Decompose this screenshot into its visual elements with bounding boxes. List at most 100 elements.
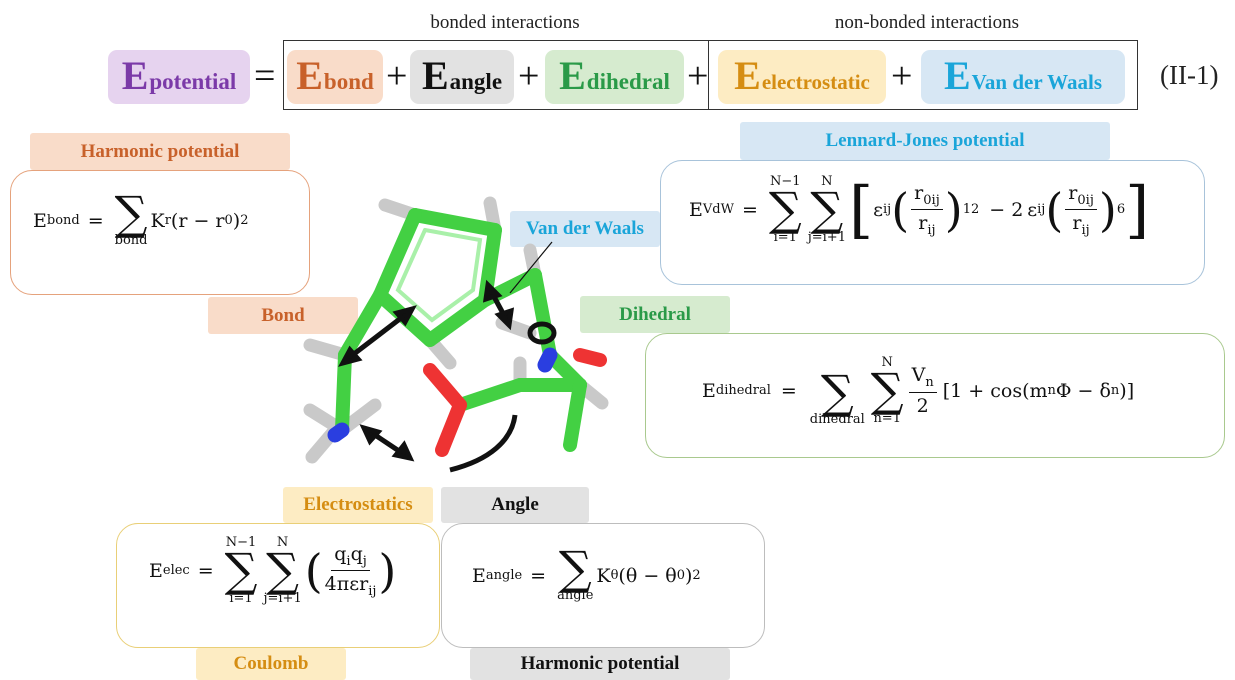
e-angle-symbol: E	[421, 53, 449, 98]
vdw-sum-i-bot: i=1	[773, 229, 797, 245]
elec-formula-lhs-sub: elec	[162, 563, 190, 579]
vdw-eps-2: ε	[1027, 198, 1038, 221]
e-bond-symbol: E	[296, 53, 323, 98]
dihedral-body: [1 + cos(m	[942, 379, 1048, 402]
vdw-minus-two: − 2	[989, 198, 1024, 221]
e-vdw-symbol: E	[943, 53, 971, 98]
angle-tail: )	[685, 564, 693, 587]
bond-sum-under: bond	[114, 233, 148, 249]
elec-sum-i-bot: i=1	[229, 590, 253, 606]
angle-sum: ∑angle	[557, 541, 594, 604]
dihedral-frac: Vn 2	[908, 364, 937, 418]
plus-sign-1: +	[386, 55, 408, 97]
dihedral-label: Dihedral	[580, 296, 730, 333]
vdw-formula-lhs: E	[689, 198, 703, 221]
bonded-frame	[283, 40, 709, 110]
vdw-frac-1-den-sub: ij	[927, 223, 936, 239]
bond-body-sub: 0	[224, 213, 233, 229]
elec-sum-i: N−1∑i=1	[224, 535, 258, 606]
bond-formula-lhs-sub: bond	[46, 213, 80, 229]
dihedral-m-sub: n	[1047, 383, 1056, 399]
angle-sum-under: angle	[557, 588, 594, 604]
elec-sum-i-top: N−1	[225, 535, 257, 550]
dihedral-sum-2-top: N	[881, 354, 893, 370]
vdw-frac-2-den: r	[1072, 212, 1082, 235]
vdw-eps-1-sub: ij	[883, 202, 892, 218]
angle-label: Angle	[441, 487, 589, 523]
dihedral-sum-2: N∑n=1	[870, 354, 904, 426]
vdw-frac-1-num-sub: 0ij	[923, 192, 940, 208]
dihedral-d-sub: n	[1110, 383, 1120, 399]
nitrogen-sticks	[327, 347, 558, 443]
dihedral-frac-num: V	[911, 364, 926, 387]
elec-frac-num-qj: q	[350, 542, 363, 565]
vdw-exp-6: 6	[1116, 202, 1126, 218]
e-potential-sub: potential	[149, 69, 237, 94]
vdw-sum-j-bot: j=i+1	[807, 229, 846, 245]
plus-sign-4: +	[891, 55, 913, 97]
vdw-frac-1-den: r	[918, 212, 928, 235]
equation-number: (II-1)	[1160, 60, 1219, 90]
vdw-formula-lhs-sub: VdW	[702, 202, 734, 218]
bonded-interactions-label: bonded interactions	[430, 12, 580, 33]
e-bond-sub: bond	[323, 69, 374, 94]
molecule-illustration	[303, 196, 609, 473]
dihedral-sum-2-bot: n=1	[873, 410, 901, 426]
elec-frac-num-qi: q	[334, 542, 347, 565]
oxygen-sticks	[423, 348, 607, 457]
dihedral-sum-1: ∑dihedral	[809, 365, 865, 428]
bond-formula-lhs: E	[33, 209, 47, 232]
angle-body: (θ − θ	[618, 564, 677, 587]
harmonic-potential-bottom-label: Harmonic potential	[470, 648, 730, 680]
angle-k: K	[596, 564, 611, 587]
vdw-eps-2-sub: ij	[1037, 202, 1046, 218]
harmonic-potential-top-label: Harmonic potential	[30, 133, 290, 170]
angle-formula-lhs: E	[472, 564, 486, 587]
dihedral-frac-num-sub: n	[925, 375, 934, 391]
interaction-arrows	[338, 241, 557, 473]
bond-k-sub: r	[164, 213, 171, 229]
bond-exp: 2	[240, 213, 249, 229]
elec-sum-j-bot: j=i+1	[263, 590, 302, 606]
vdw-frac-1-num: r	[914, 181, 924, 204]
elec-formula-lhs: E	[149, 559, 163, 582]
angle-formula-lhs-sub: angle	[485, 568, 523, 584]
e-electrostatic-symbol: E	[734, 53, 761, 98]
dihedral-frac-den: 2	[916, 395, 929, 418]
vdw-eps-1: ε	[873, 198, 884, 221]
vdw-sum-j-top: N	[821, 174, 833, 189]
angle-k-sub: θ	[610, 568, 619, 584]
bond-sum: ∑bond	[114, 186, 148, 249]
vdw-sum-i-top: N−1	[770, 174, 801, 189]
e-electrostatic-sub: electrostatic	[761, 70, 870, 94]
elec-frac-num-qj-sub: j	[362, 553, 367, 569]
aromatic-inner-ring	[395, 228, 483, 323]
nonbonded-frame	[708, 40, 1138, 110]
elec-sum-j: N∑j=i+1	[263, 535, 302, 606]
dihedral-formula-lhs: E	[702, 379, 716, 402]
e-vdw-sub: Van der Waals	[971, 70, 1102, 94]
equals-sign: =	[254, 55, 276, 97]
electrostatics-label: Electrostatics	[283, 487, 433, 523]
vdw-sum-i: N−1∑i=1	[768, 174, 802, 245]
vdw-sum-j: N∑j=i+1	[807, 174, 846, 245]
dihedral-sum-1-bot: dihedral	[809, 412, 865, 428]
plus-sign-3: +	[687, 55, 709, 97]
elec-frac-den-sub: ij	[368, 584, 377, 600]
van-der-waals-label: Van der Waals	[510, 211, 660, 247]
nonbonded-interactions-label: non-bonded interactions	[834, 12, 1020, 33]
angle-body-sub: 0	[676, 568, 685, 584]
